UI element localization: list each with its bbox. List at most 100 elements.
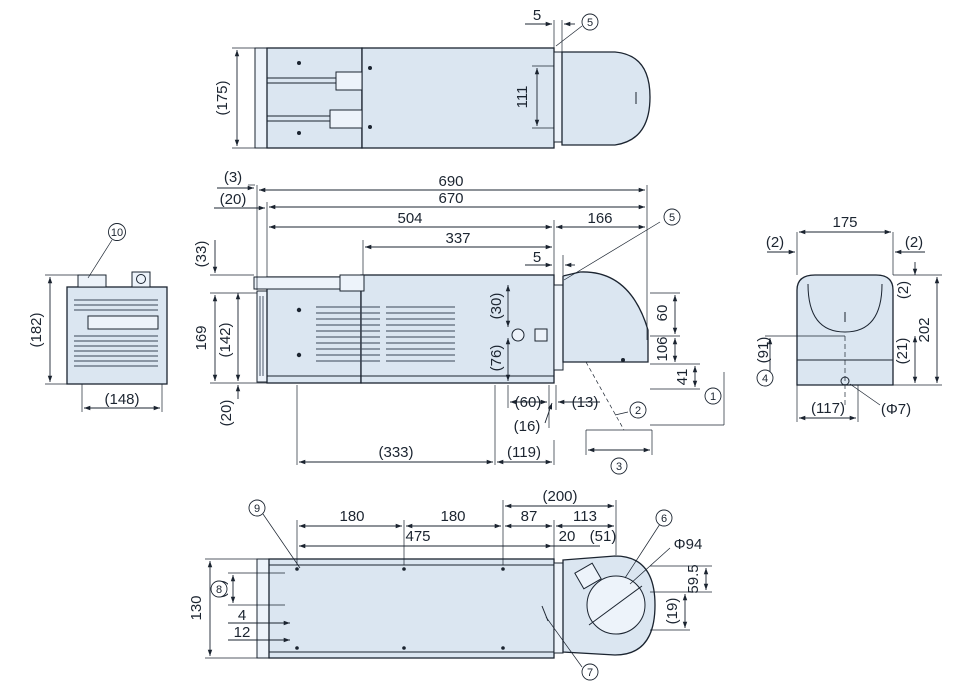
svg-text:8: 8 [216,584,222,596]
head-flange [553,284,564,371]
rear-cap [254,47,268,149]
dim-119: (119) [507,444,541,461]
rating-label [87,315,159,330]
dim-337: 337 [445,230,470,247]
dim-175-right: 175 [832,214,857,231]
terminal [534,328,548,342]
dim-41: 41 [674,369,691,386]
callout-5-top [581,13,599,31]
svg-text:5: 5 [587,17,593,29]
dim-475: 475 [405,528,430,545]
connector-lower [329,109,363,129]
main-body-bottom [268,558,555,659]
callout-8 [210,580,228,598]
window-curve [807,283,883,333]
svg-text:3: 3 [616,461,622,473]
dim-175-top: (175) [214,80,231,115]
dim-87: 87 [521,508,538,525]
svg-text:7: 7 [587,667,593,679]
heatsink-fins [256,290,268,383]
dim-670: 670 [438,190,463,207]
dim-202: 202 [916,317,933,342]
flange [553,51,563,143]
dim-111: 111 [514,86,531,109]
dim-20-top: (20) [220,191,247,208]
callout-7 [581,663,599,681]
dim-16: (16) [514,418,541,435]
dim-5-top: 5 [533,7,541,24]
dim-13: (13) [572,394,599,411]
dim-30: (30) [488,293,505,320]
dim-4: 4 [238,607,246,624]
dim-142: (142) [217,322,234,357]
main-body-front [360,274,555,384]
dim-12: 12 [234,624,251,641]
dim-2-right: (2) [905,234,923,251]
callout-1 [704,387,722,405]
flange-bottom [553,562,564,654]
callout-5-front [663,208,681,226]
vent-grille [316,306,455,362]
svg-text:1: 1 [710,391,716,403]
scan-head-front [562,271,649,363]
rear-panel [66,286,168,385]
dim-113: 113 [573,508,597,525]
callout-2-front [629,401,647,419]
dim-91: (91) [755,337,772,364]
dim-59-5: 59.5 [685,564,702,593]
dim-169: 169 [193,325,210,350]
indicator-port [511,328,525,342]
front-view: 690 670 504 166 337 5 (3) (20) (33) 169 … [193,169,725,475]
dim-2-left: (2) [766,234,784,251]
dim-690: 690 [438,173,463,190]
svg-text:6: 6 [661,513,667,525]
screw [297,61,301,65]
connector-upper [335,71,363,91]
dim-33: (33) [193,241,210,268]
callout-9 [248,499,266,517]
dim-51: (51) [590,528,617,545]
cable-gland [131,271,151,288]
left-view: (182) (148) 10 [28,223,168,412]
callout-4 [756,369,774,387]
dim-148: (148) [104,391,139,408]
callout-10 [108,223,126,241]
dim-333: (333) [378,444,413,461]
cable-rail [253,276,355,290]
guide-light [574,562,602,590]
dim-2-vertical: (2) [895,281,912,299]
rear-section [266,47,363,149]
dim-5-front: 5 [533,249,541,266]
callout-6 [655,509,673,527]
top-view: (175) 111 5 5 [214,7,651,149]
screw [368,66,372,70]
dim-60-horizontal: (60) [515,394,542,411]
screw [297,131,301,135]
dim-106: 106 [654,336,671,361]
bottom-view: (200) 180 180 87 113 475 20 (51) Φ94 59.… [188,488,712,681]
dim-166: 166 [587,210,612,227]
dim-20-bottom: (20) [218,400,235,427]
dim-180-a: 180 [339,508,364,525]
dim-117: (117) [811,400,845,417]
callout-3 [610,457,628,475]
cable-connector [339,274,365,292]
dim-504: 504 [397,210,422,227]
scan-head-top [561,51,651,146]
svg-text:5: 5 [669,212,675,224]
dim-19: (19) [664,598,681,625]
right-view: 175 (2) (2) 202 (2) (21) (91) 4 (117) (Φ… [755,214,942,422]
rear-block [266,276,362,384]
main-body-top [361,47,555,149]
dim-180-b: 180 [440,508,465,525]
dim-3: (3) [224,169,242,186]
svg-text:2: 2 [635,405,641,417]
dim-phi7: (Φ7) [881,401,911,418]
dim-130: 130 [188,595,205,620]
rear-cap-bottom [256,558,270,659]
dim-76: (76) [488,345,505,372]
dim-20-bottom-view: 20 [559,528,576,545]
svg-text:4: 4 [762,373,768,385]
dim-60-vertical: 60 [654,305,671,322]
